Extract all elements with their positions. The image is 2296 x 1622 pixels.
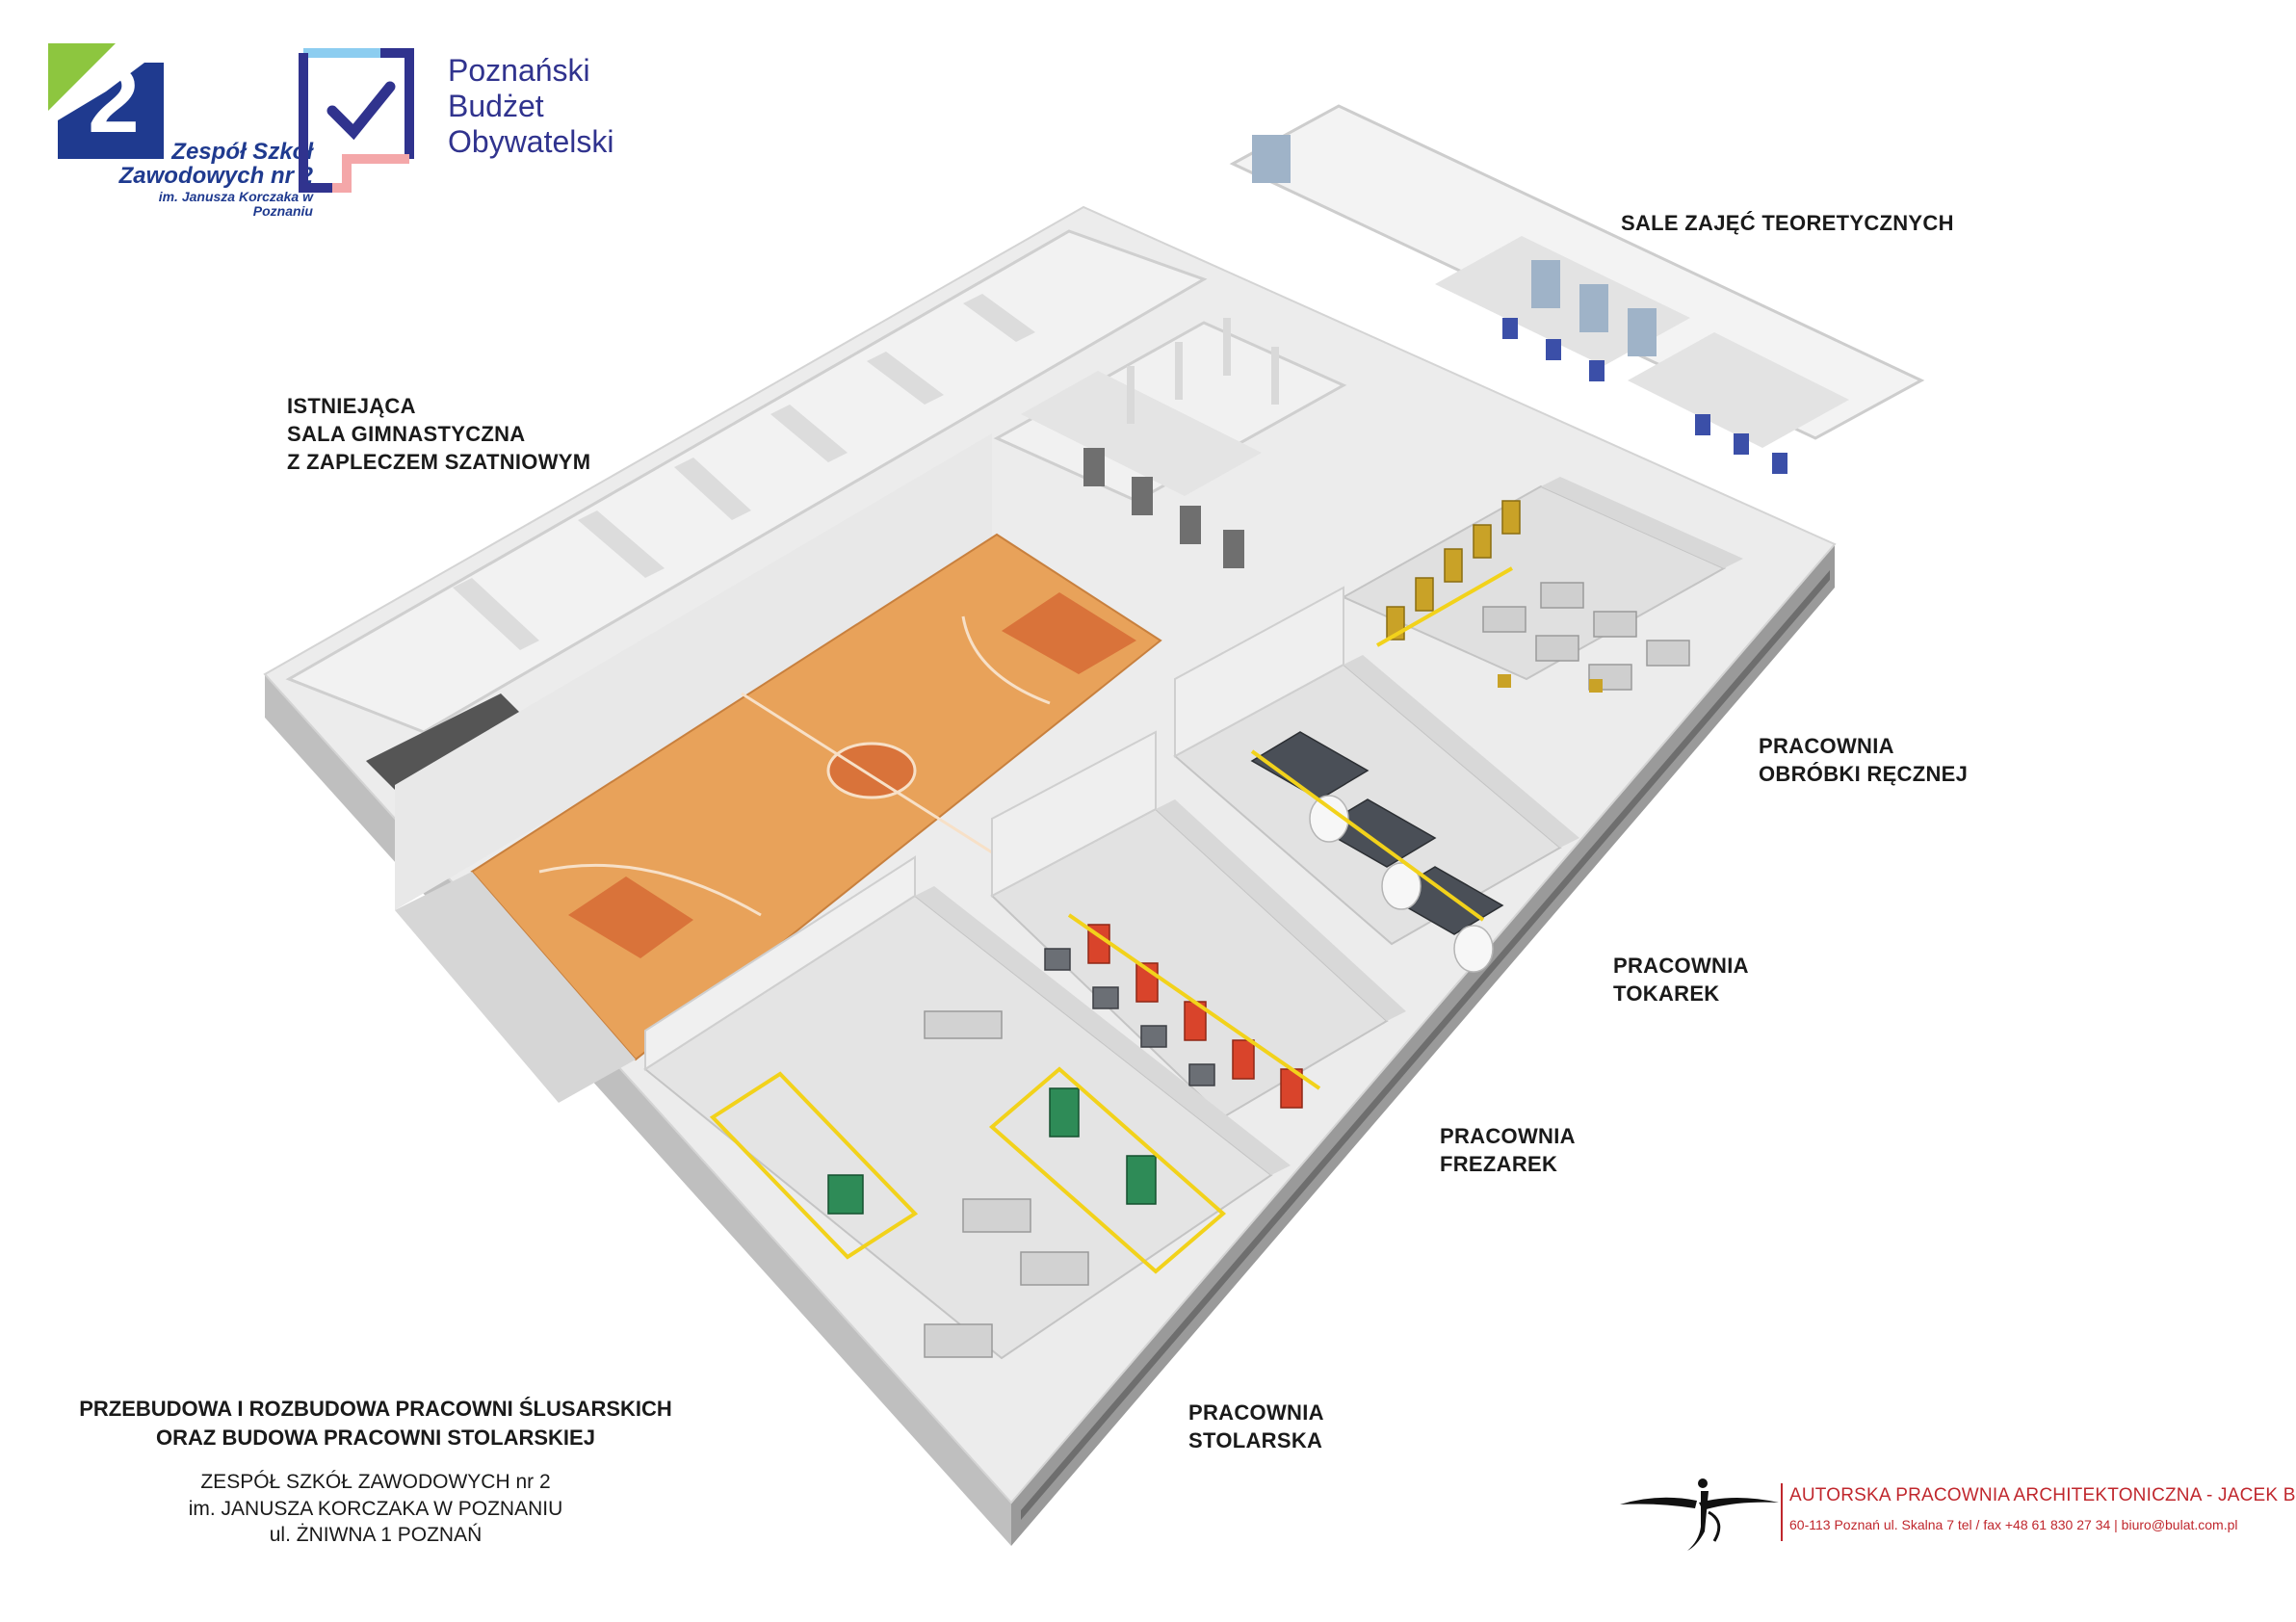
changing-room-floor [366,693,539,799]
label-carpentry-shop: PRACOWNIA STOLARSKA [1188,1399,1324,1454]
project-title-line2: ORAZ BUDOWA PRACOWNI STOLARSKIEJ [156,1425,595,1450]
architect-logo-icon [1620,1478,1779,1551]
citizens-budget-check-icon [299,48,414,193]
school-logo-text: Zespół Szkół Zawodowych nr 2 im. Janusza… [106,140,313,219]
locker-units [1083,448,1244,568]
label-gym: ISTNIEJĄCA SALA GIMNASTYCZNA Z ZAPLECZEM… [287,392,590,476]
label-manual-line2: OBRÓBKI RĘCZNEJ [1759,762,1969,787]
milling-shop-back-wall [991,730,1157,898]
manual-shop-safety-line [1376,566,1513,647]
label-gym-line3: Z ZAPLECZEM SZATNIOWYM [287,450,591,475]
changing-rooms-block [285,229,1208,734]
architect-contact: 60-113 Poznań ul. Skalna 7 tel / fax +48… [1789,1517,2238,1532]
locker-room [1021,371,1262,496]
citizens-budget-line2: Budżet [448,89,544,124]
theory-room-1 [1435,236,1690,366]
lathe-covers [1309,795,1494,973]
project-title: PRZEBUDOWA I ROZBUDOWA PRACOWNI ŚLUSARSK… [39,1395,713,1452]
label-theory-rooms: SALE ZAJĘĆ TEORETYCZNYCH [1621,209,1954,237]
school-logo-line2: Zawodowych nr 2 [118,163,313,190]
citizens-budget-line1: Poznański [448,53,590,88]
milling-machines-red [1087,924,1303,1109]
drill-presses [1386,500,1521,641]
label-milling-line2: FREZAREK [1440,1152,1558,1177]
label-gym-line1: ISTNIEJĄCA [287,394,416,418]
label-theory-text: SALE ZAJĘĆ TEORETYCZNYCH [1621,211,1954,235]
label-carpentry-line2: STOLARSKA [1188,1428,1323,1453]
citizens-budget-line3: Obywatelski [448,124,614,160]
lathe-shop-back-wall [1174,586,1344,758]
project-title-line1: PRZEBUDOWA I ROZBUDOWA PRACOWNI ŚLUSARSK… [79,1397,672,1421]
label-carpentry-line1: PRACOWNIA [1188,1400,1324,1425]
woodworking-machines [827,1087,1157,1215]
label-manual-line1: PRACOWNIA [1759,734,1894,758]
gym-front-wall [395,872,636,1103]
lathe-shop-safety-line [1250,749,1485,922]
facade-window-band [1021,570,1830,1520]
project-school-line2: im. JANUSZA KORCZAKA W POZNANIU [188,1497,563,1520]
carpentry-shop-back-wall [644,855,916,1071]
court-key-top [1002,592,1136,674]
project-school-address: ZESPÓŁ SZKÓŁ ZAWODOWYCH nr 2 im. JANUSZA… [39,1469,713,1548]
milling-shop-safety-line [1067,913,1321,1090]
gym-back-wall [395,433,992,910]
theory-room-2 [1628,332,1849,448]
theory-desks [1502,318,1787,474]
school-logo: 2 Zespół Szkół Zawodowych nr 2 im. Janus… [48,43,313,219]
workbenches [1482,582,1690,691]
project-school-line1: ZESPÓŁ SZKÓŁ ZAWODOWYCH nr 2 [200,1471,551,1494]
carpentry-safety-zone-1 [709,1071,919,1260]
project-info: PRZEBUDOWA I ROZBUDOWA PRACOWNI ŚLUSARSK… [39,1395,713,1548]
label-lathes-line1: PRACOWNIA [1613,954,1749,978]
school-logo-number-mark: 2 [48,43,164,159]
architect-signature: AUTORSKA PRACOWNIA ARCHITEKTONICZNA - JA… [1620,1474,2296,1556]
court-three-point-top [961,615,1051,705]
court-key-bottom [568,876,693,958]
milling-machines-grey [1044,948,1215,1086]
label-gym-line2: SALA GIMNASTYCZNA [287,422,526,447]
workshop-partitions [915,477,1743,1175]
label-milling-shop: PRACOWNIA FREZAREK [1440,1122,1576,1178]
manual-shop-vises [1498,674,1603,693]
school-logo-line3: im. Janusza Korczaka w Poznaniu [158,189,313,220]
carpentry-workbenches [924,1010,1089,1358]
architect-name: AUTORSKA PRACOWNIA ARCHITEKTONICZNA - JA… [1789,1485,2296,1505]
court-three-point-bottom [538,863,762,917]
project-school-line3: ul. ŻNIWNA 1 POZNAŃ [269,1523,483,1546]
architect-separator [1781,1483,1783,1541]
court-center-circle [826,742,917,799]
court-center-line [741,692,993,854]
small-room-partitions [1127,318,1279,424]
label-manual-work-shop: PRACOWNIA OBRÓBKI RĘCZNEJ [1759,732,1968,788]
school-logo-line1: Zespół Szkół [171,139,313,165]
theory-windows [1252,135,1657,356]
citizens-budget-text: Poznański Budżet Obywatelski [448,53,614,160]
carpentry-safety-zone-2 [988,1066,1227,1274]
citizens-budget-logo: Poznański Budżet Obywatelski [294,43,640,207]
label-lathe-shop: PRACOWNIA TOKAREK [1613,952,1749,1007]
label-milling-line1: PRACOWNIA [1440,1124,1576,1148]
changing-room-partitions [453,294,1035,650]
school-logo-number: 2 [88,49,139,152]
label-lathes-line2: TOKAREK [1613,981,1720,1007]
